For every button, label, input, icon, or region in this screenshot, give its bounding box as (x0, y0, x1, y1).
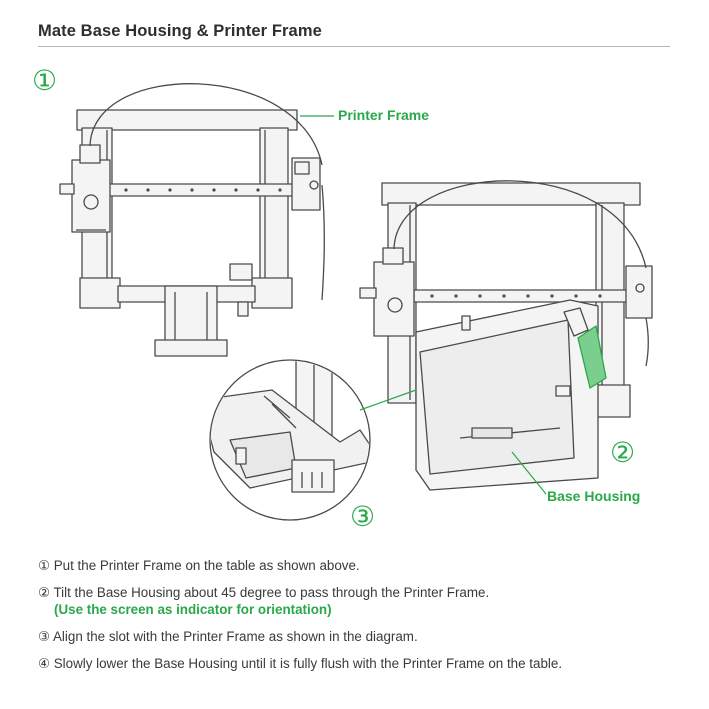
instruction-list: ① Put the Printer Frame on the table as … (38, 557, 688, 682)
step-3: ③ Align the slot with the Printer Frame … (38, 628, 688, 645)
step-2-text: ② Tilt the Base Housing about 45 degree … (38, 585, 490, 600)
step-2-note: (Use the screen as indicator for orienta… (54, 602, 332, 617)
assembly-illustration (59, 83, 653, 521)
zoom-detail-drawing (209, 359, 371, 521)
base-housing-label: Base Housing (547, 488, 641, 504)
title-divider (38, 46, 670, 47)
printer-frame-drawing-1 (59, 83, 325, 357)
step-1: ① Put the Printer Frame on the table as … (38, 557, 688, 574)
step-marker-2: ② (610, 437, 636, 468)
step-1-text: ① Put the Printer Frame on the table as … (38, 558, 360, 573)
step-3-text: ③ Align the slot with the Printer Frame … (38, 629, 418, 644)
page-title: Mate Base Housing & Printer Frame (38, 22, 322, 40)
printer-frame-label: Printer Frame (338, 107, 430, 123)
step-4-text: ④ Slowly lower the Base Housing until it… (38, 656, 563, 671)
step-marker-3: ③ (350, 501, 376, 532)
step-marker-1: ① (32, 65, 58, 96)
step-4: ④ Slowly lower the Base Housing until it… (38, 655, 688, 672)
step-2: ② Tilt the Base Housing about 45 degree … (38, 584, 688, 618)
printer-frame-drawing-2 (359, 180, 653, 491)
